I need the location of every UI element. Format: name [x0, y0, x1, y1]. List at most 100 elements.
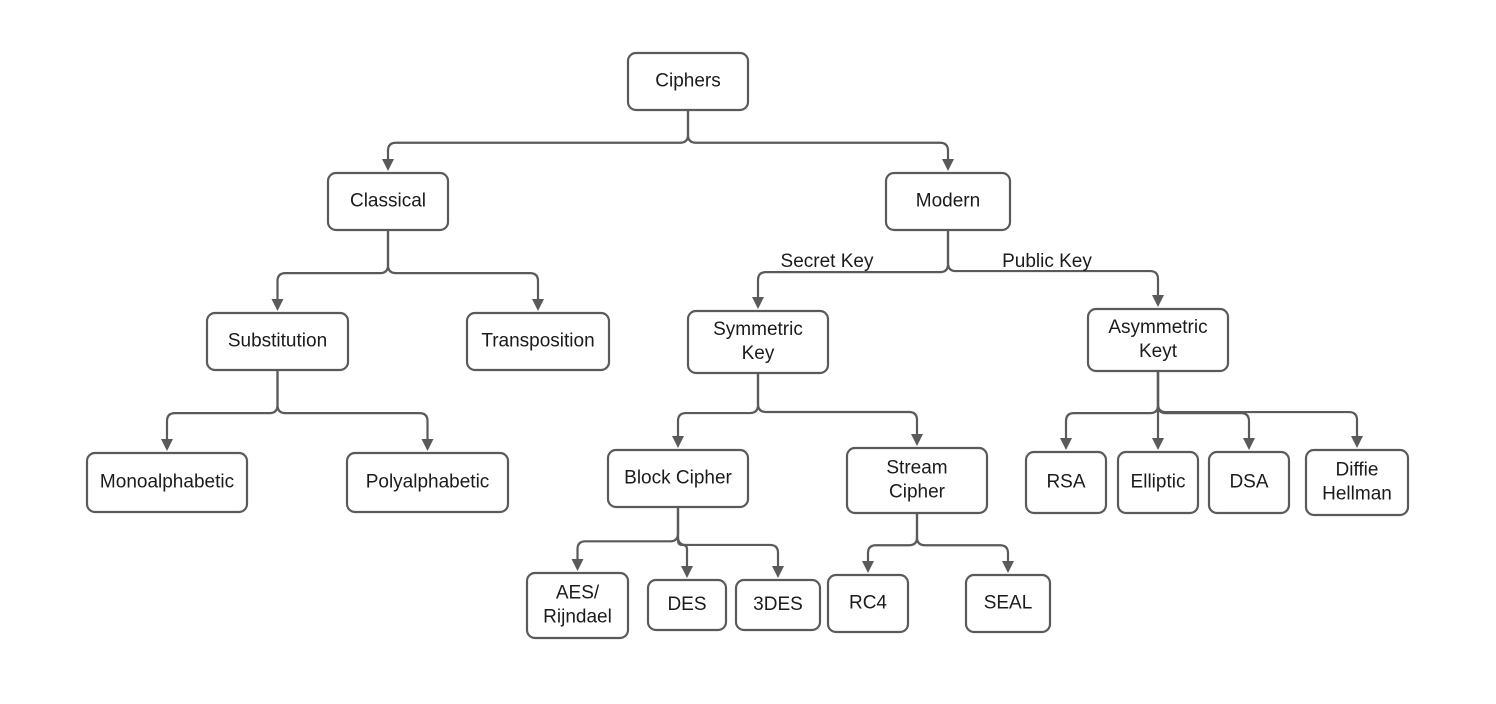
node-label-polyalphabetic: Polyalphabetic [366, 472, 490, 493]
node-label-3des: 3DES [753, 594, 803, 615]
node-box-elliptic[interactable] [1116, 450, 1200, 515]
connector-block-cipher-to-aes-rijndael [571, 507, 680, 571]
node-label-diffie-hellman: Hellman [1322, 484, 1392, 505]
node-transposition[interactable]: Transposition [465, 311, 611, 372]
node-aes-rijndael[interactable]: AES/Rijndael [525, 571, 630, 640]
arrowhead-icon [421, 439, 434, 451]
node-label-transposition: Transposition [481, 331, 594, 352]
node-modern[interactable]: Modern [884, 171, 1012, 232]
node-label-seal: SEAL [984, 593, 1033, 614]
connector-block-cipher-to-3des [676, 507, 784, 578]
connector-line [1156, 371, 1251, 438]
node-label-asymmetric-key: Keyt [1139, 341, 1178, 362]
connector-modern-to-asymmetric-key [946, 230, 1164, 307]
node-ciphers[interactable]: Ciphers [626, 51, 750, 112]
connector-line [1156, 371, 1359, 436]
node-block-cipher[interactable]: Block Cipher [606, 448, 750, 509]
node-rsa[interactable]: RSA [1024, 450, 1108, 515]
node-box-seal[interactable] [964, 573, 1052, 634]
node-box-3des[interactable] [734, 578, 822, 632]
node-des[interactable]: DES [646, 578, 728, 632]
connector-line [676, 507, 780, 566]
node-box-transposition[interactable] [465, 311, 611, 372]
node-3des[interactable]: 3DES [734, 578, 822, 632]
node-box-asymmetric-key[interactable] [1086, 307, 1230, 373]
node-label-symmetric-key: Symmetric [713, 319, 803, 340]
node-substitution[interactable]: Substitution [205, 311, 350, 372]
arrowhead-icon [911, 434, 923, 446]
node-label-des: DES [667, 594, 706, 615]
node-label-classical: Classical [350, 191, 426, 212]
arrowhead-icon [382, 159, 394, 171]
connector-line [276, 370, 429, 439]
connector-ciphers-to-modern [686, 110, 954, 171]
node-monoalphabetic[interactable]: Monoalphabetic [85, 451, 249, 514]
node-label-stream-cipher: Stream [886, 458, 947, 479]
connector-line [386, 230, 540, 299]
connector-line [1064, 371, 1160, 438]
arrowhead-icon [752, 297, 764, 309]
node-seal[interactable]: SEAL [964, 573, 1052, 634]
arrowhead-icon [571, 559, 584, 571]
node-box-stream-cipher[interactable] [845, 446, 989, 515]
node-label-symmetric-key: Key [742, 343, 775, 364]
node-label-monoalphabetic: Monoalphabetic [100, 472, 234, 493]
node-dsa[interactable]: DSA [1207, 450, 1291, 515]
arrowhead-icon [532, 299, 544, 311]
connector-line [756, 230, 950, 297]
connector-line [386, 110, 690, 159]
node-label-modern: Modern [916, 191, 980, 212]
node-box-symmetric-key[interactable] [686, 309, 830, 375]
connector-substitution-to-polyalphabetic [276, 370, 434, 451]
node-label-aes-rijndael: Rijndael [543, 607, 612, 628]
connector-line [866, 513, 919, 561]
node-classical[interactable]: Classical [326, 171, 450, 232]
node-box-polyalphabetic[interactable] [345, 451, 510, 514]
node-box-ciphers[interactable] [626, 51, 750, 112]
node-polyalphabetic[interactable]: Polyalphabetic [345, 451, 510, 514]
node-box-block-cipher[interactable] [606, 448, 750, 509]
arrowhead-icon [772, 566, 784, 578]
node-label-stream-cipher: Cipher [889, 482, 946, 503]
connector-line [165, 370, 279, 439]
node-box-des[interactable] [646, 578, 728, 632]
connector-line [915, 513, 1010, 561]
node-box-aes-rijndael[interactable] [525, 571, 630, 640]
node-box-dsa[interactable] [1207, 450, 1291, 515]
node-box-substitution[interactable] [205, 311, 350, 372]
connector-ciphers-to-classical [382, 110, 690, 171]
arrowhead-icon [862, 561, 874, 573]
node-box-diffie-hellman[interactable] [1304, 448, 1410, 517]
connector-classical-to-transposition [386, 230, 544, 311]
node-box-modern[interactable] [884, 171, 1012, 232]
arrowhead-icon [161, 439, 173, 451]
node-label-ciphers: Ciphers [655, 71, 720, 92]
node-label-block-cipher: Block Cipher [624, 468, 732, 489]
arrowhead-icon [1152, 438, 1164, 450]
arrowhead-icon [1002, 561, 1014, 573]
node-box-rsa[interactable] [1024, 450, 1108, 515]
node-box-rc4[interactable] [826, 573, 910, 634]
node-rc4[interactable]: RC4 [826, 573, 910, 634]
arrowhead-icon [1351, 436, 1363, 448]
connector-substitution-to-monoalphabetic [161, 370, 279, 451]
connector-stream-cipher-to-rc4 [862, 513, 919, 573]
node-label-rsa: RSA [1046, 472, 1085, 493]
node-box-monoalphabetic[interactable] [85, 451, 249, 514]
arrowhead-icon [271, 299, 284, 311]
node-label-diffie-hellman: Diffie [1336, 460, 1379, 481]
node-label-asymmetric-key: Asymmetric [1108, 317, 1207, 338]
node-box-classical[interactable] [326, 171, 450, 232]
connector-classical-to-substitution [271, 230, 390, 311]
node-elliptic[interactable]: Elliptic [1116, 450, 1200, 515]
edge-label-e-modern-symmetric: Secret Key [781, 251, 874, 272]
node-label-rc4: RC4 [849, 593, 887, 614]
connector-line [676, 373, 760, 436]
